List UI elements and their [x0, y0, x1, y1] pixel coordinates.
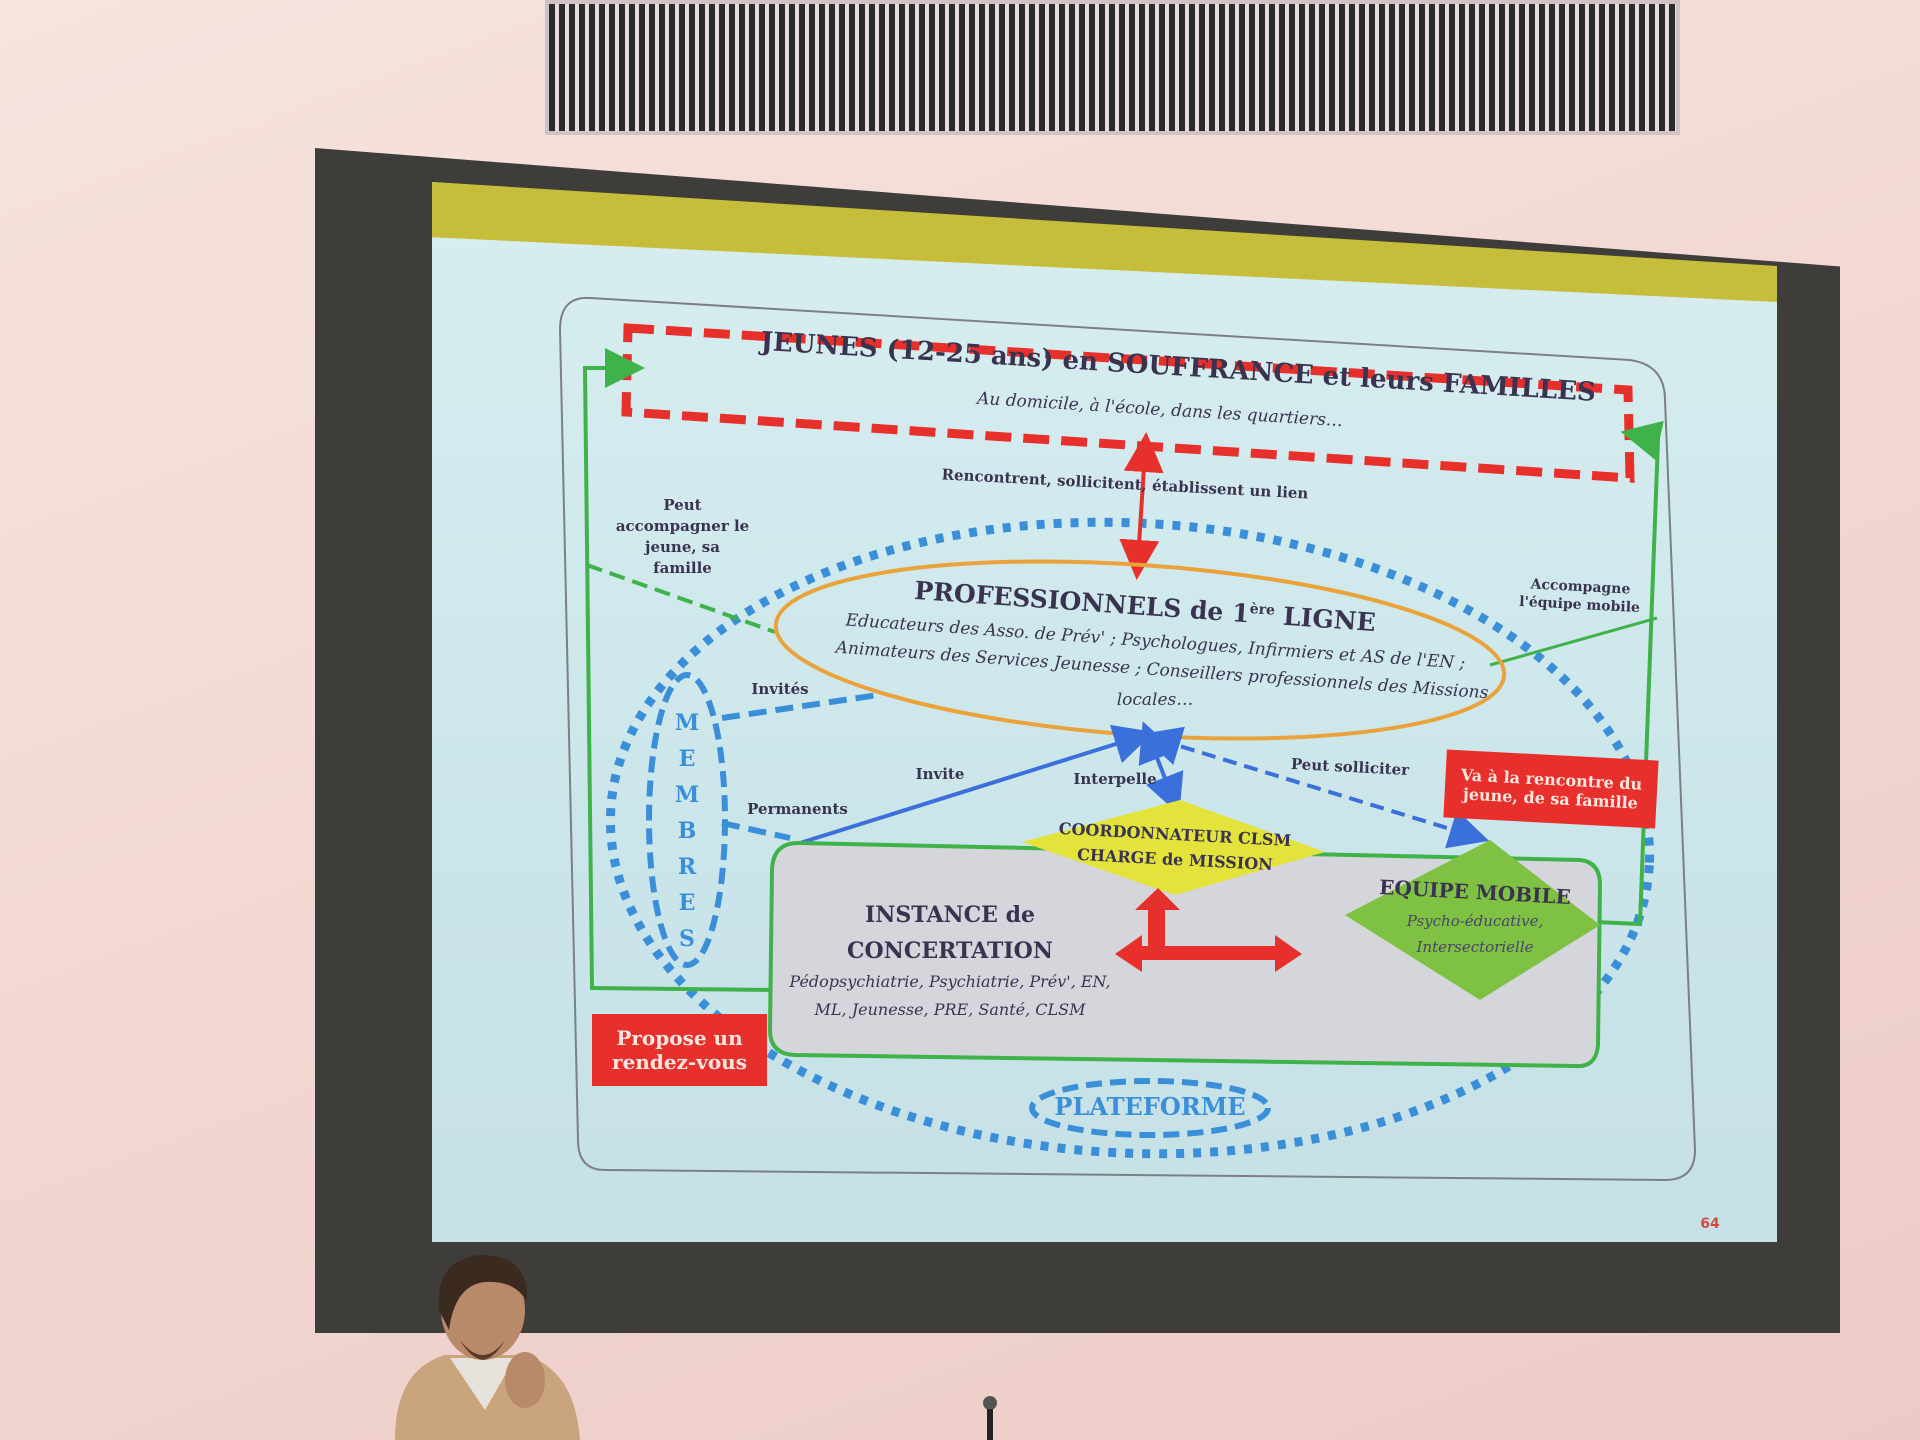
green-right-line: [1489, 616, 1658, 667]
green-loop-left: [582, 348, 776, 992]
invites-line: [721, 692, 879, 721]
green-left-dashed: [586, 563, 776, 634]
membres-letter: R: [677, 854, 697, 880]
membres-letter: E: [678, 746, 696, 772]
red-t-arrow: [1115, 888, 1302, 972]
slide-page-number: 64: [1700, 1216, 1720, 1232]
microphone-icon: [983, 1396, 997, 1440]
membres-letter: E: [678, 890, 696, 916]
membres-ellipse: [646, 672, 728, 968]
membres-label: M E M B R E S: [672, 705, 702, 957]
coordonnateur-diamond: [1022, 800, 1325, 895]
membres-letter: S: [679, 926, 695, 952]
left-note: Peut accompagner le jeune, sa famille: [615, 496, 750, 577]
instance-line-2: CONCERTATION: [847, 938, 1053, 964]
peut-solliciter-arrow: [1140, 726, 1490, 849]
professionnels-line-3: locales…: [1116, 690, 1194, 710]
membres-letter: M: [674, 782, 700, 808]
label-interpelle: Interpelle: [1073, 770, 1157, 788]
membres-letter: B: [677, 818, 697, 844]
box-va-rencontre: Va à la rencontre du jeune, de sa famill…: [1443, 749, 1659, 829]
label-invites: Invités: [751, 680, 809, 698]
instance-detail-2: ML, Jeunesse, PRE, Santé, CLSM: [814, 1000, 1086, 1019]
outer-frame: [558, 296, 1697, 1182]
permanents-line: [721, 820, 791, 841]
equipe-mobile-line-1: Psycho-éducative,: [1406, 912, 1544, 930]
box-propose: Propose un rendez-vous: [592, 1014, 767, 1086]
equipe-mobile-diamond: [1345, 840, 1600, 1000]
label-permanents: Permanents: [747, 800, 848, 818]
jeunes-box-border: [621, 323, 1635, 483]
equipe-mobile-line-2: Intersectorielle: [1416, 938, 1534, 956]
instance-detail-1: Pédopsychiatrie, Psychiatrie, Prév', EN,: [789, 972, 1111, 991]
professionnels-title-sup: ère: [1249, 601, 1276, 619]
membres-letter: M: [674, 710, 700, 736]
plateforme-label: PLATEFORME: [1054, 1092, 1246, 1121]
green-loop-right: [1594, 420, 1664, 927]
red-double-arrow: [1119, 432, 1164, 580]
invite-arrow: [799, 724, 1155, 845]
plateforme-label-ellipse: [1029, 1078, 1271, 1138]
ceiling-vent: [545, 0, 1680, 135]
presenter-silhouette: [395, 1255, 580, 1440]
instance-line-1: INSTANCE de: [865, 902, 1035, 928]
label-invite: Invite: [915, 765, 965, 783]
